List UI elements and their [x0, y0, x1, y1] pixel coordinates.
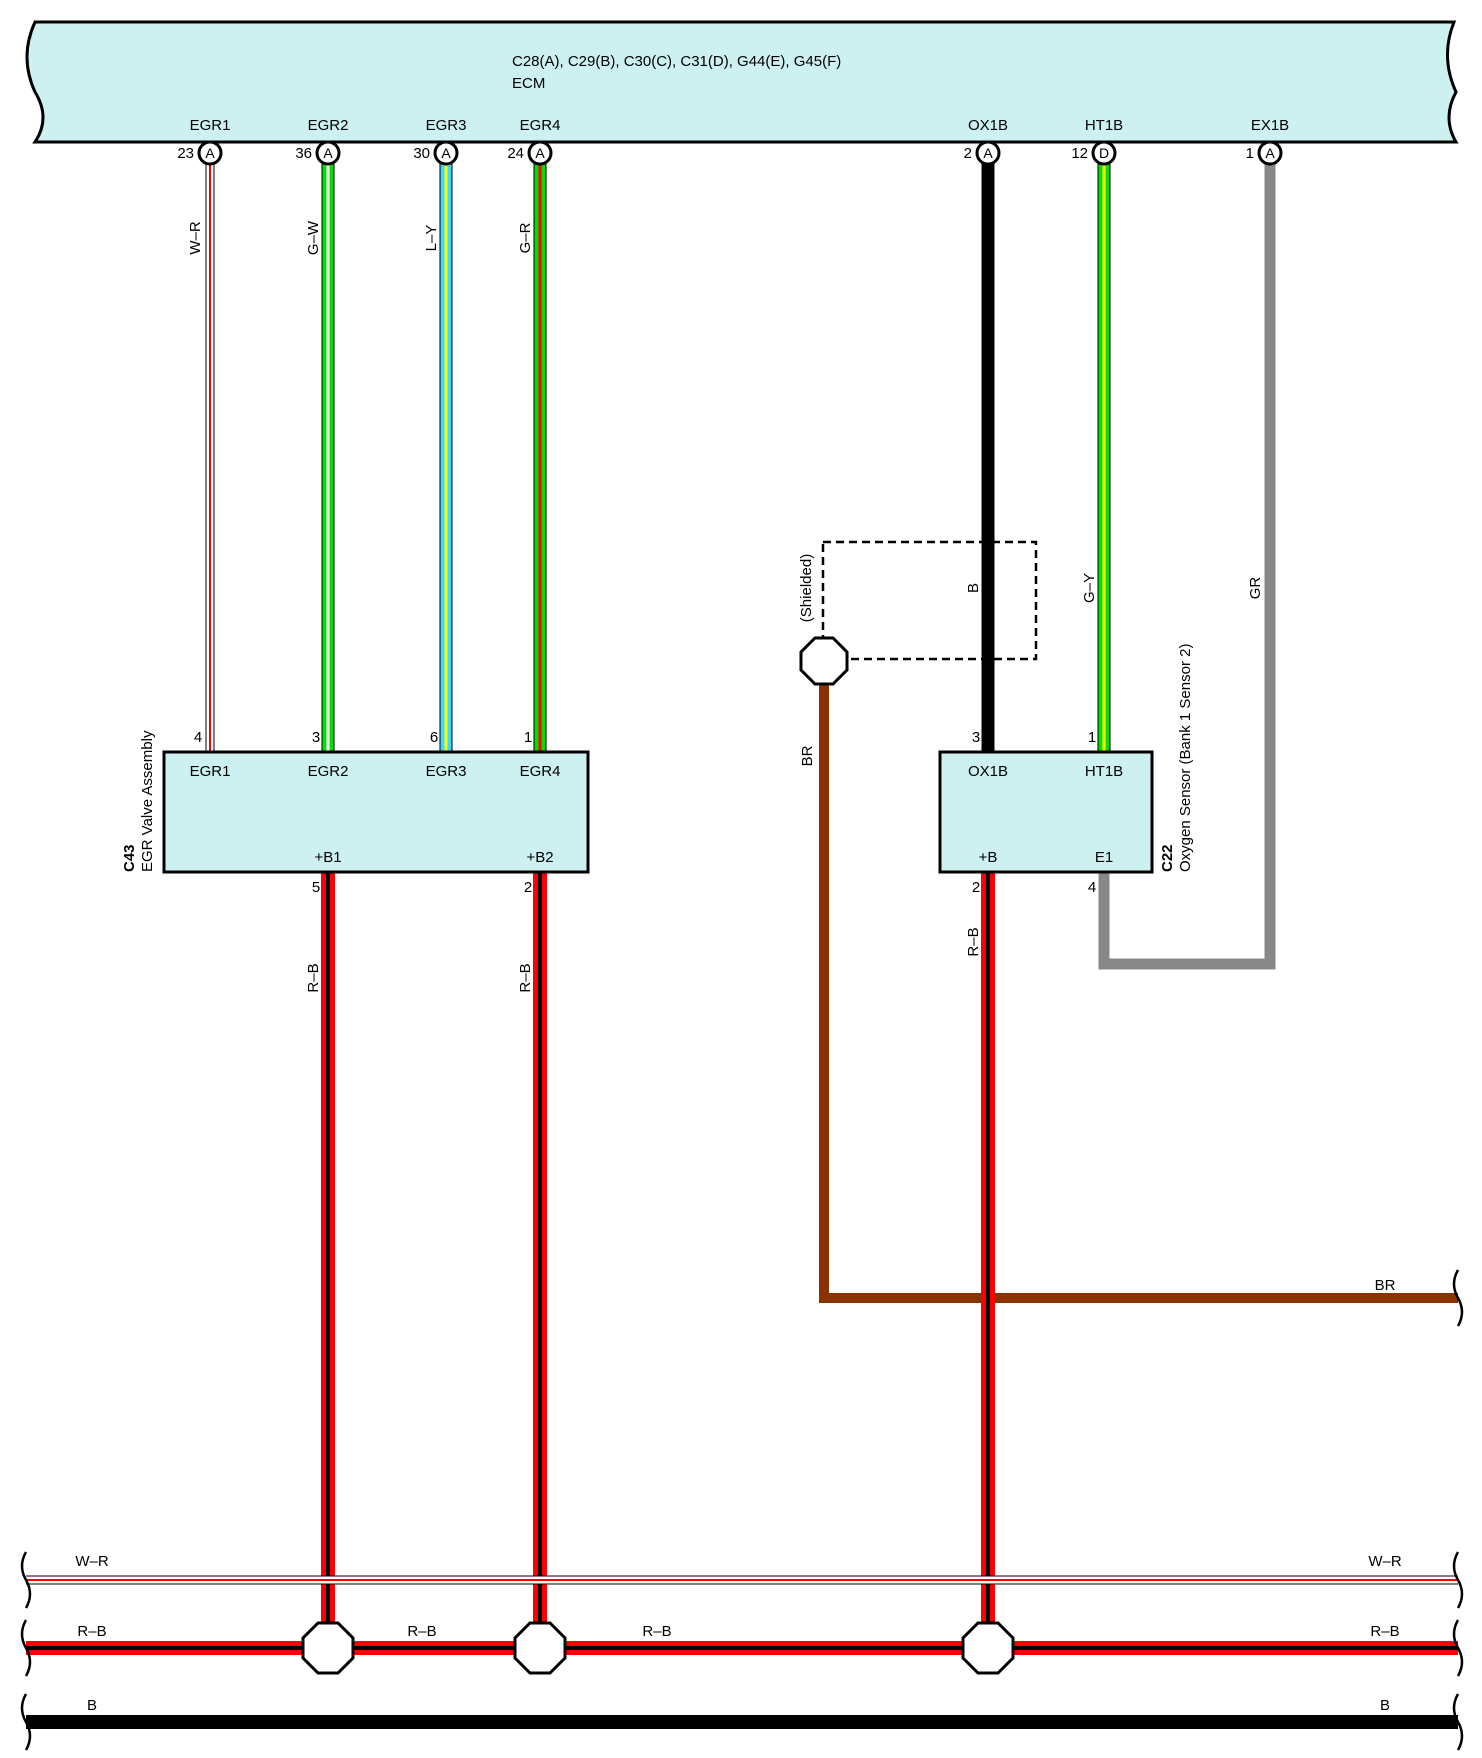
bus-w-r-right-label: W–R: [1368, 1553, 1402, 1570]
ecm-pin-ex1b-number: 1: [1246, 145, 1254, 162]
ecm-pin-egr1: A 23: [177, 140, 223, 166]
ecm-pin-egr1-label: EGR1: [190, 117, 231, 134]
splice-o2b: [961, 1621, 1015, 1675]
wire-ex1b: [1098, 153, 1276, 970]
wire-o2b-label: R–B: [965, 927, 982, 956]
o2-pin-e1-number: 4: [1088, 879, 1096, 896]
ecm-pin-ex1b-label: EX1B: [1251, 117, 1289, 134]
bus-r-b-mid2-label: R–B: [642, 1623, 671, 1640]
o2-pin-b-label: +B: [979, 849, 998, 866]
ecm-pin-egr3-number: 30: [413, 145, 430, 162]
ecm-pin-egr3-label: EGR3: [426, 117, 467, 134]
svg-text:A: A: [535, 145, 545, 161]
wire-shield-br: [819, 658, 1458, 1303]
bus-w-r-left-label: W–R: [75, 1553, 109, 1570]
egr-pin-b1-label: +B1: [314, 849, 341, 866]
ecm-pin-egr4: A 24: [507, 140, 553, 166]
wire-ox1b-label: B: [965, 583, 982, 593]
o2-sensor-code: C22: [1159, 844, 1176, 872]
egr-pin-egr3-number: 6: [430, 729, 438, 746]
svg-text:A: A: [1265, 145, 1275, 161]
bus-b-left-label: B: [87, 1697, 97, 1714]
ecm-block: [25, 20, 1459, 144]
ecm-pin-ox1b: A 2: [964, 140, 1001, 166]
bus-b-right-label: B: [1380, 1697, 1390, 1714]
egr-pin-egr1-number: 4: [194, 729, 202, 746]
wire-egr4-label: G–R: [517, 222, 534, 253]
ecm-pin-egr2: A 36: [295, 140, 341, 166]
shield-label: (Shielded): [798, 554, 815, 622]
wire-egr1-label: W–R: [187, 221, 204, 255]
shield-ground-splice: [799, 636, 849, 686]
o2-pin-ht1b-label: HT1B: [1085, 763, 1123, 780]
egr-pin-egr2-number: 3: [312, 729, 320, 746]
o2-sensor-name: Oxygen Sensor (Bank 1 Sensor 2): [1177, 644, 1194, 872]
svg-text:D: D: [1099, 145, 1109, 161]
ecm-pin-egr3: A 30: [413, 140, 459, 166]
o2-pin-ox1b-number: 3: [972, 729, 980, 746]
wire-egr2-label: G–W: [305, 220, 322, 255]
o2-pin-e1-label: E1: [1095, 849, 1113, 866]
egr-valve-assembly: EGR1 EGR2 EGR3 EGR4 4 3 6 1 +B1 +B2 5 2 …: [121, 729, 590, 896]
ecm-pin-ox1b-label: OX1B: [968, 117, 1008, 134]
o2-pin-ht1b-number: 1: [1088, 729, 1096, 746]
ecm-name-label: ECM: [512, 75, 545, 92]
svg-text:A: A: [323, 145, 333, 161]
egr-valve-code: C43: [121, 844, 138, 872]
bus-br-right-label: BR: [1375, 1277, 1396, 1294]
o2-pin-ox1b-label: OX1B: [968, 763, 1008, 780]
bus-r-b-right-label: R–B: [1370, 1623, 1399, 1640]
egr-pin-b2-label: +B2: [526, 849, 553, 866]
ecm-pin-ht1b-number: 12: [1071, 145, 1088, 162]
splice-b1: [301, 1621, 355, 1675]
egr-valve-name: EGR Valve Assembly: [139, 730, 156, 872]
wire-shield-label: BR: [799, 745, 816, 766]
egr-pin-egr3-label: EGR3: [426, 763, 467, 780]
egr-pin-egr4-number: 1: [524, 729, 532, 746]
shield-outline: [821, 540, 1038, 661]
bus-r-b-left-label: R–B: [77, 1623, 106, 1640]
svg-text:A: A: [205, 145, 215, 161]
svg-text:A: A: [441, 145, 451, 161]
ecm-pin-ht1b-label: HT1B: [1085, 117, 1123, 134]
ecm-pin-egr4-number: 24: [507, 145, 524, 162]
wire-b1-label: R–B: [305, 963, 322, 992]
bus-break-marks: [20, 1269, 1464, 1751]
bus-r-b-mid1-label: R–B: [407, 1623, 436, 1640]
ecm-pin-egr4-label: EGR4: [520, 117, 561, 134]
egr-pin-egr1-label: EGR1: [190, 763, 231, 780]
egr-pin-egr2-label: EGR2: [308, 763, 349, 780]
ecm-pin-egr2-number: 36: [295, 145, 312, 162]
wire-ht1b-label: G–Y: [1081, 573, 1098, 603]
ecm-pin-egr2-label: EGR2: [308, 117, 349, 134]
egr-pin-b2-number: 2: [524, 879, 532, 896]
ecm-pin-ox1b-number: 2: [964, 145, 972, 162]
ecm-connectors-label: C28(A), C29(B), C30(C), C31(D), G44(E), …: [512, 53, 841, 70]
ecm-pin-ht1b: D 12: [1071, 140, 1117, 166]
oxygen-sensor: OX1B HT1B 3 1 +B E1 2 4 C22 Oxygen Senso…: [938, 644, 1194, 896]
splice-b2: [513, 1621, 567, 1675]
wire-ex1b-label: GR: [1247, 577, 1264, 600]
egr-pin-egr4-label: EGR4: [520, 763, 561, 780]
ecm-pin-ex1b: A 1: [1246, 140, 1283, 166]
wire-b2-label: R–B: [517, 963, 534, 992]
wire-egr3-label: L–Y: [423, 225, 440, 252]
svg-text:A: A: [983, 145, 993, 161]
ecm-pin-egr1-number: 23: [177, 145, 194, 162]
o2-pin-b-number: 2: [972, 879, 980, 896]
egr-pin-b1-number: 5: [312, 879, 320, 896]
